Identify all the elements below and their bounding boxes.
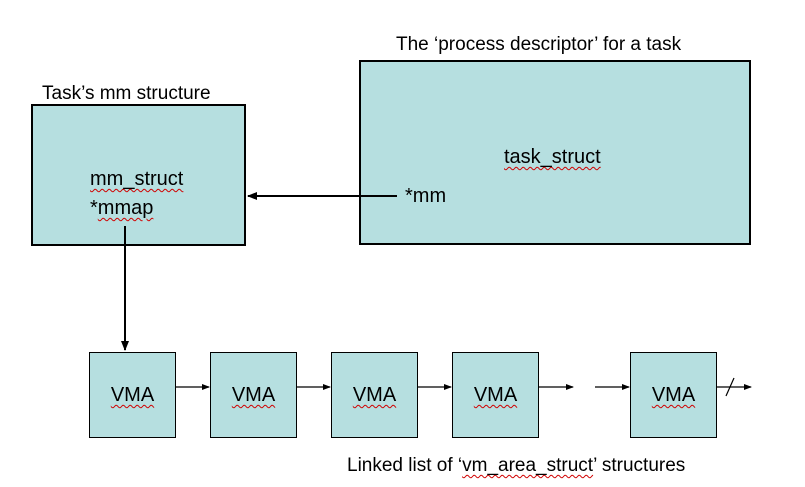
vma-list-caption: Linked list of ‘vm_area_struct’ structur… xyxy=(347,456,685,475)
vma-box-4: VMA xyxy=(452,352,539,438)
mmap-field: *mmap xyxy=(90,197,154,219)
vma-box-3: VMA xyxy=(331,352,418,438)
task-struct-name: task_struct xyxy=(504,146,601,168)
mm-struct-caption: Task’s mm structure xyxy=(42,83,211,104)
task-struct-caption: The ‘process descriptor’ for a task xyxy=(396,34,682,55)
task-struct-box: task_struct *mm xyxy=(359,60,751,245)
vma-list-caption-prefix: Linked list of ‘ xyxy=(347,455,463,476)
mm-struct-name: mm_struct xyxy=(90,168,184,190)
mm-pointer-field: *mm xyxy=(405,185,447,207)
vma-box-5: VMA xyxy=(630,352,717,438)
vma-list-caption-suffix: ’ structures xyxy=(593,455,686,476)
vma-label-3: VMA xyxy=(352,384,397,406)
mm-struct-box: mm_struct *mmap xyxy=(31,104,246,246)
vma-box-2: VMA xyxy=(210,352,297,438)
vma-label-4: VMA xyxy=(473,384,518,406)
vma-box-1: VMA xyxy=(89,352,176,438)
mmap-field-name: mmap xyxy=(97,197,154,219)
vma-label-2: VMA xyxy=(231,384,276,406)
vma-label-5: VMA xyxy=(651,384,696,406)
vma-list-caption-struct: vm_area_struct xyxy=(462,455,594,476)
null-terminator-slash xyxy=(725,377,735,397)
vma-label-1: VMA xyxy=(110,384,155,406)
